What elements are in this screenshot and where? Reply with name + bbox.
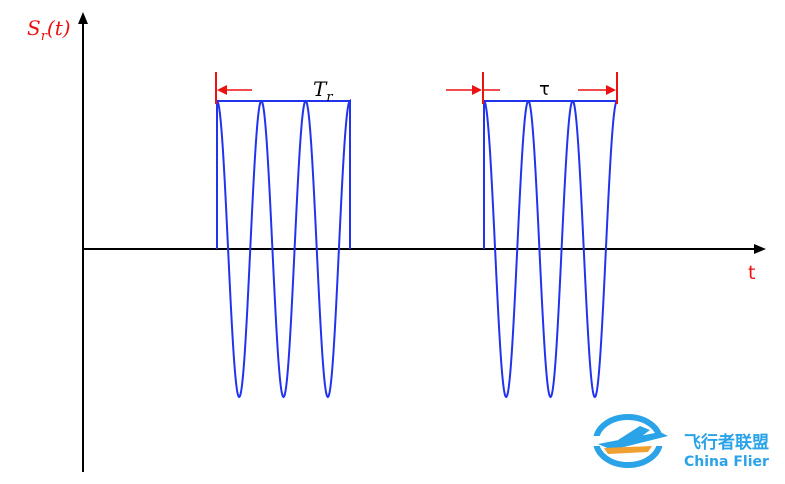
china-flier-watermark: 飞行者联盟 China Flier xyxy=(590,414,769,470)
pulse-2-cosine xyxy=(483,98,618,399)
watermark-logo-icon xyxy=(590,414,670,468)
pulse2-right-arrowhead xyxy=(606,85,616,95)
pulse2-annotation: τ xyxy=(446,72,618,104)
pulse2-width-label: τ xyxy=(539,79,550,100)
x-axis-arrow xyxy=(754,244,766,254)
pulse2-left-arrowhead xyxy=(472,85,482,95)
signal-waveforms xyxy=(216,98,618,399)
pulse-1-cosine xyxy=(216,98,351,399)
axes xyxy=(78,12,766,472)
watermark-en-text: China Flier xyxy=(684,454,769,470)
x-axis-label: t xyxy=(748,262,755,284)
y-axis-label: Sr(t) xyxy=(27,16,71,44)
pulse1-annotation: Tr xyxy=(215,72,333,105)
pulse1-width-label: Tr xyxy=(313,77,333,105)
y-axis-arrow xyxy=(78,12,88,24)
watermark-cn-text: 飞行者联盟 xyxy=(684,432,769,453)
pulse1-arrowhead xyxy=(217,85,227,95)
